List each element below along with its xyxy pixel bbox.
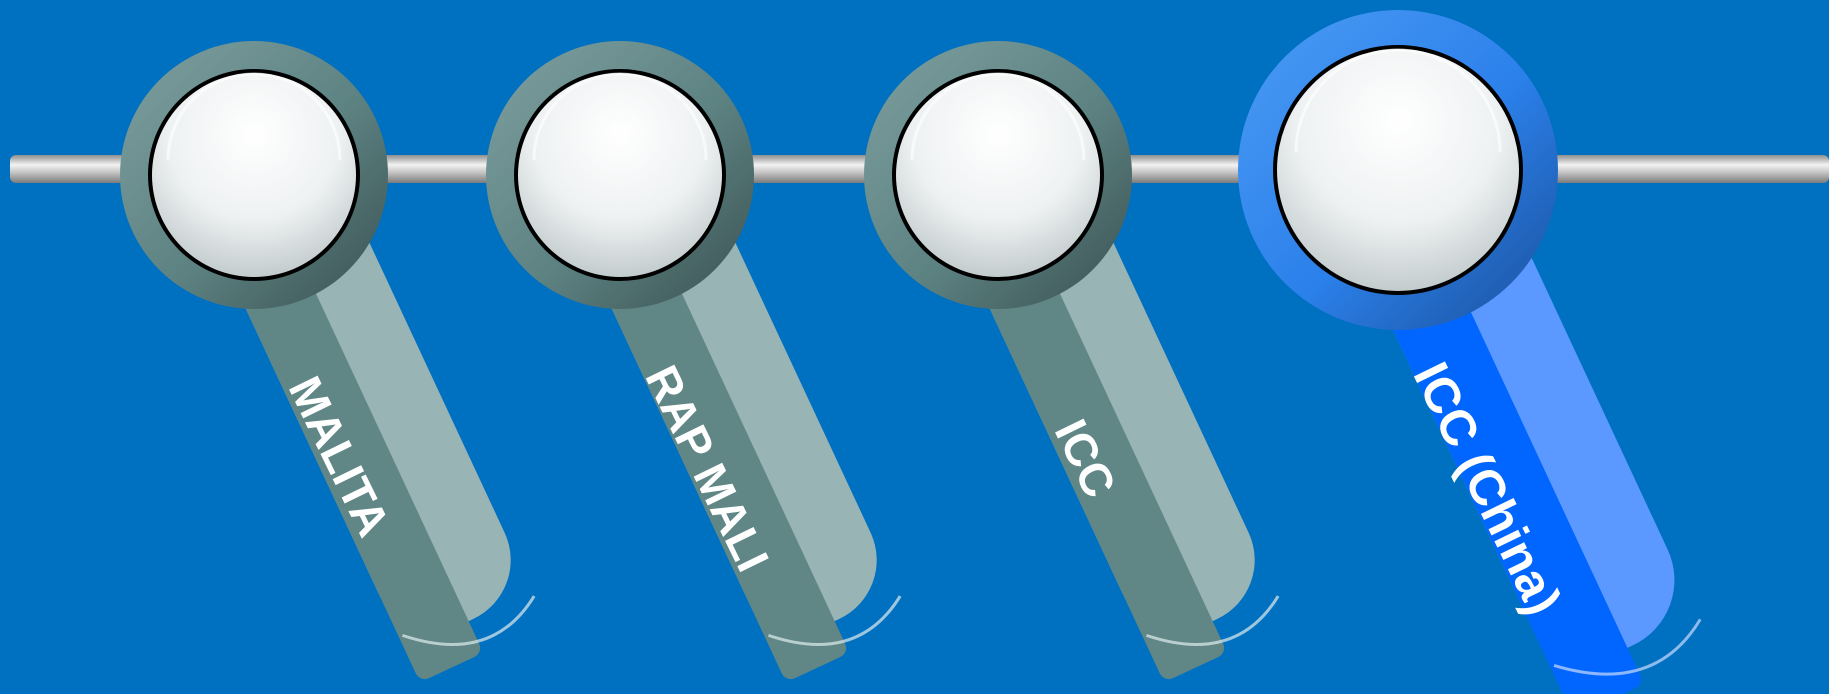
tab-icc-china[interactable]: ICC (China) [1238, 10, 1715, 694]
tab-rap-mali-knob [518, 73, 722, 277]
tab-icc-china-knob [1277, 49, 1519, 291]
tab-malita-knob [152, 73, 356, 277]
tab-icc[interactable]: ICC [864, 41, 1291, 682]
tab-rap-mali[interactable]: RAP MALI [486, 41, 913, 682]
tab-icc-knob [896, 73, 1100, 277]
tab-malita[interactable]: MALITA [120, 41, 547, 682]
